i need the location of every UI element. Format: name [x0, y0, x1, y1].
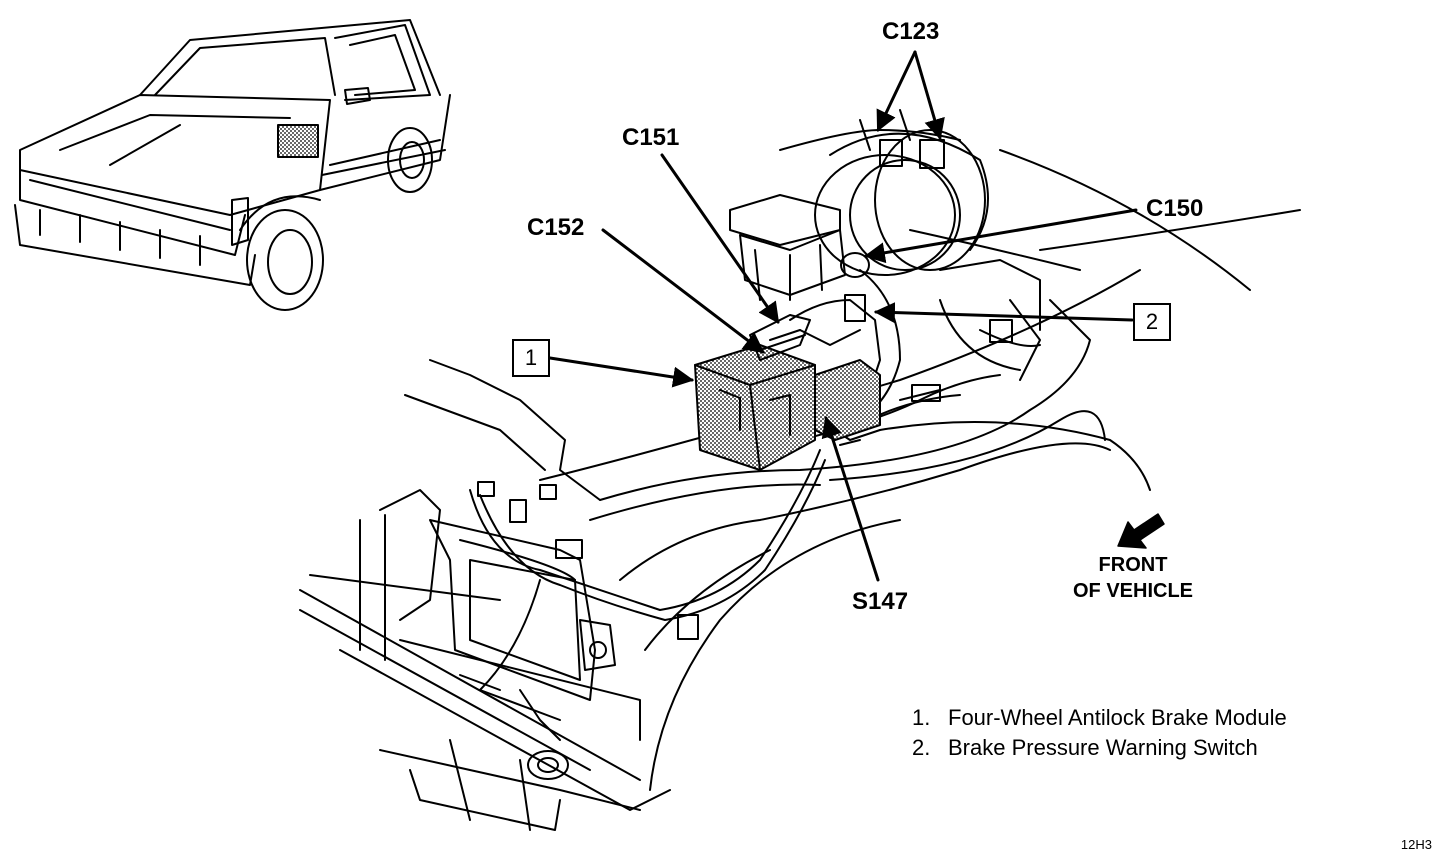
- legend-item: 2. Brake Pressure Warning Switch: [912, 733, 1287, 763]
- callout-c150: C150: [1146, 195, 1204, 222]
- callout-box-2: 2: [1133, 303, 1171, 341]
- front-line-2: OF VEHICLE: [1072, 580, 1193, 602]
- callout-c123: C123: [882, 18, 940, 45]
- figure-code: 12H3: [1400, 837, 1432, 852]
- callout-c151: C151: [622, 124, 680, 151]
- front-of-vehicle-label: FRONT OF VEHICLE: [1058, 552, 1208, 604]
- legend-item-text: Brake Pressure Warning Switch: [948, 735, 1258, 760]
- front-line-1: FRONT: [1098, 554, 1168, 576]
- legend-item-number: 1.: [912, 705, 931, 730]
- legend-item: 1. Four-Wheel Antilock Brake Module: [912, 703, 1287, 733]
- legend-item-text: Four-Wheel Antilock Brake Module: [948, 705, 1287, 730]
- callout-c152: C152: [527, 214, 585, 241]
- callout-box-1: 1: [512, 339, 550, 377]
- legend: 1. Four-Wheel Antilock Brake Module 2. Bra…: [912, 703, 1287, 763]
- legend-item-number: 2.: [912, 735, 931, 760]
- callout-s147: S147: [852, 588, 909, 615]
- callout-leaders: [548, 50, 1138, 582]
- vehicle-inset: [14, 19, 451, 311]
- front-of-vehicle-arrow: [1117, 513, 1165, 549]
